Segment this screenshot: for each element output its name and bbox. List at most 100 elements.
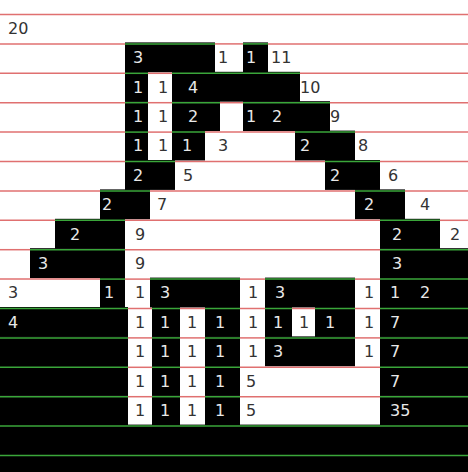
- run-length-number: 7: [390, 343, 400, 361]
- run-length-number: 4: [420, 196, 430, 214]
- run-length-number: 2: [392, 226, 402, 244]
- run-line-white: [240, 308, 265, 310]
- black-pixel-run: [265, 336, 355, 366]
- run-line-white: [215, 43, 243, 45]
- run-length-number: 1: [160, 402, 170, 420]
- black-pixel-run: [152, 336, 180, 366]
- run-line-white: [128, 337, 152, 339]
- run-length-number: 1: [248, 284, 258, 302]
- run-line-white: [128, 396, 152, 398]
- run-length-number: 3: [275, 284, 285, 302]
- black-pixel-run: [380, 278, 468, 308]
- run-length-number: 2: [133, 167, 143, 185]
- black-pixel-run: [265, 307, 292, 337]
- run-length-number: 2: [450, 226, 460, 244]
- run-line-black: [380, 396, 468, 398]
- run-line-black: [100, 278, 125, 280]
- black-pixel-run: [152, 366, 180, 396]
- run-length-number: 1: [246, 49, 256, 67]
- run-length-number: 1: [182, 137, 192, 155]
- black-pixel-run: [355, 189, 405, 219]
- run-length-number: 3: [160, 284, 170, 302]
- black-pixel-run: [125, 160, 175, 190]
- run-length-number: 1: [364, 343, 374, 361]
- run-line-white: [355, 131, 468, 133]
- run-length-number: 1: [160, 373, 170, 391]
- run-length-number: 10: [300, 79, 320, 97]
- black-pixel-run: [325, 160, 380, 190]
- black-pixel-run: [205, 307, 240, 337]
- black-pixel-run: [243, 101, 330, 131]
- run-line-white: [240, 367, 380, 369]
- black-pixel-run: [0, 395, 128, 425]
- run-length-number: 1: [325, 314, 335, 332]
- run-line-white: [0, 131, 125, 133]
- run-length-number: 1: [133, 137, 143, 155]
- black-pixel-run: [30, 248, 125, 278]
- run-line-black: [125, 102, 148, 104]
- run-line-black: [0, 337, 128, 339]
- black-pixel-run: [172, 72, 300, 102]
- run-length-number: 1: [390, 284, 400, 302]
- run-line-white: [440, 220, 468, 222]
- black-pixel-run: [100, 278, 125, 308]
- run-length-number: 1: [160, 343, 170, 361]
- run-length-number: 1: [215, 373, 225, 391]
- run-line-white: [0, 161, 125, 163]
- run-line-black: [243, 43, 268, 45]
- black-pixel-run: [205, 395, 240, 425]
- run-length-number: 1: [187, 314, 197, 332]
- run-line-black: [172, 131, 205, 133]
- run-line-black: [315, 308, 355, 310]
- run-length-number: 7: [390, 314, 400, 332]
- run-line-white: [240, 337, 265, 339]
- black-pixel-run: [0, 425, 468, 455]
- black-pixel-run: [172, 101, 220, 131]
- run-line-black: [172, 102, 220, 104]
- run-length-number: 1: [160, 314, 170, 332]
- run-line-black: [100, 190, 150, 192]
- run-line-white: [180, 337, 205, 339]
- black-pixel-run: [0, 454, 468, 472]
- run-line-black: [265, 278, 355, 280]
- run-line-white: [0, 102, 125, 104]
- black-pixel-run: [100, 189, 150, 219]
- black-pixel-run: [295, 131, 355, 161]
- run-line-white: [128, 367, 152, 369]
- run-length-number: 2: [300, 137, 310, 155]
- run-line-black: [30, 249, 125, 251]
- run-length-number: 4: [188, 79, 198, 97]
- run-line-white: [148, 73, 172, 75]
- run-line-black: [125, 43, 215, 45]
- run-length-number: 1: [364, 284, 374, 302]
- run-line-white: [0, 249, 30, 251]
- run-line-black: [152, 396, 180, 398]
- run-length-number: 2: [272, 108, 282, 126]
- run-length-number: 1: [218, 49, 228, 67]
- run-length-number: 9: [135, 226, 145, 244]
- run-length-number: 1: [187, 402, 197, 420]
- run-length-number: 8: [358, 137, 368, 155]
- run-line-black: [380, 249, 468, 251]
- run-line-black: [380, 337, 468, 339]
- run-length-number: 5: [246, 373, 256, 391]
- run-line-white: [355, 308, 380, 310]
- run-line-white: [330, 102, 468, 104]
- run-length-number: 1: [187, 343, 197, 361]
- run-length-number: 3: [273, 343, 283, 361]
- run-line-white: [300, 73, 468, 75]
- run-line-white: [220, 102, 243, 104]
- run-length-number: 6: [388, 167, 398, 185]
- run-length-number: 3: [133, 49, 143, 67]
- run-length-number: 3: [218, 137, 228, 155]
- black-pixel-run: [380, 366, 468, 396]
- run-line-black: [125, 131, 148, 133]
- run-line-black: [0, 308, 128, 310]
- black-pixel-run: [380, 395, 468, 425]
- run-length-number: 4: [8, 314, 18, 332]
- run-line-white: [0, 190, 100, 192]
- run-length-number: 7: [157, 196, 167, 214]
- run-line-white: [240, 396, 380, 398]
- run-line-white: [148, 131, 172, 133]
- run-line-black: [295, 131, 355, 133]
